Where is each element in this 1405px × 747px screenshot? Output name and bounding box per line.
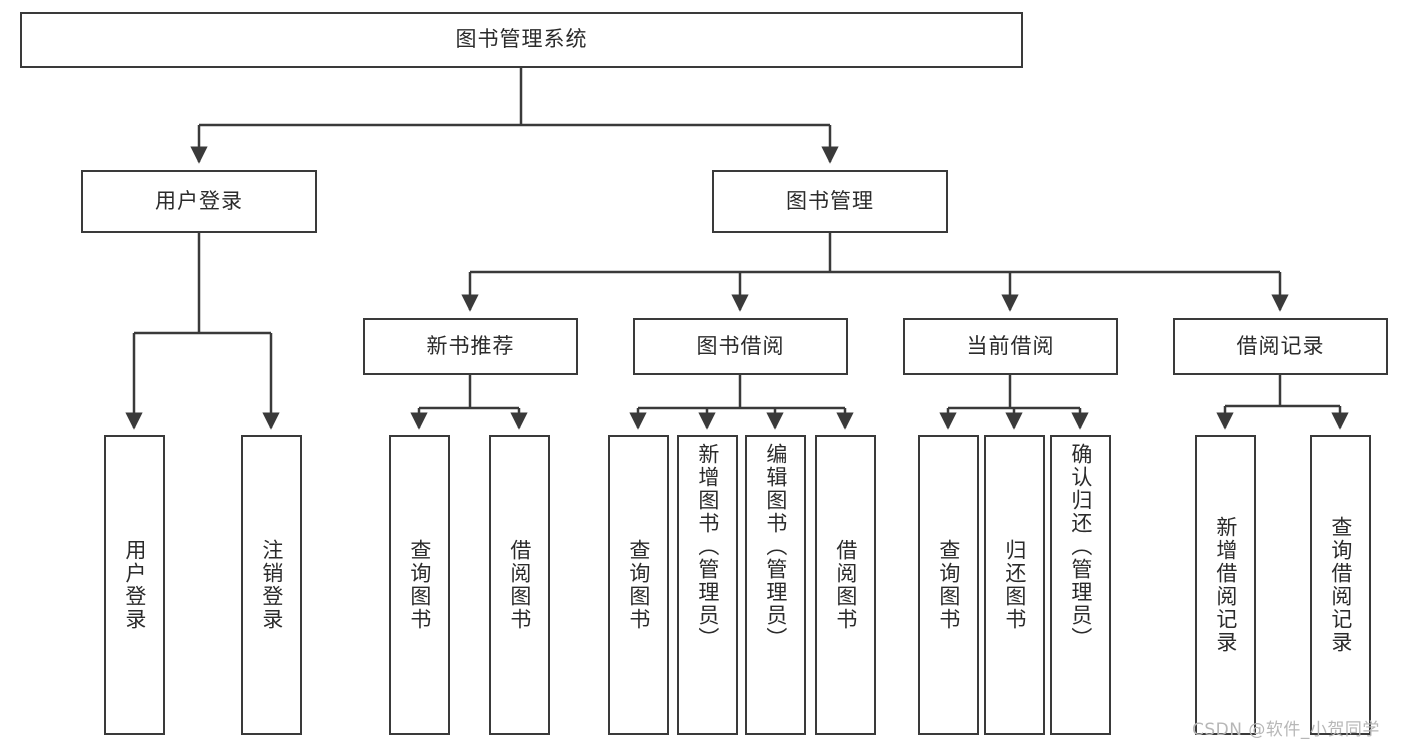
leaf-current-borrow-2-label: 确认归还（管理员） [1068, 443, 1093, 650]
node-user-login[interactable]: 用户登录 [81, 170, 317, 233]
leaf-current-borrow-0[interactable]: 查询图书 [918, 435, 979, 735]
leaf-new-book-1[interactable]: 借阅图书 [489, 435, 550, 735]
node-book-borrow-label: 图书借阅 [696, 333, 785, 358]
leaf-borrow-record-1[interactable]: 查询借阅记录 [1310, 435, 1371, 735]
leaf-current-borrow-1-label: 归还图书 [1002, 539, 1027, 631]
leaf-new-book-0[interactable]: 查询图书 [389, 435, 450, 735]
leaf-current-borrow-2[interactable]: 确认归还（管理员） [1050, 435, 1111, 735]
leaf-current-borrow-0-label: 查询图书 [936, 539, 961, 631]
csdn-watermark: CSDN @软件_小贺同学 [1192, 720, 1380, 740]
node-user-login-label: 用户登录 [155, 188, 243, 213]
leaf-borrow-record-0[interactable]: 新增借阅记录 [1195, 435, 1256, 735]
leaf-borrow-record-0-label: 新增借阅记录 [1213, 516, 1238, 654]
leaf-book-borrow-2-label: 编辑图书（管理员） [763, 443, 788, 650]
leaf-new-book-1-label: 借阅图书 [507, 539, 532, 631]
node-current-borrow[interactable]: 当前借阅 [903, 318, 1118, 375]
node-current-borrow-label: 当前借阅 [966, 333, 1055, 358]
node-borrow-record[interactable]: 借阅记录 [1173, 318, 1388, 375]
node-book-management-label: 图书管理 [786, 188, 874, 213]
leaf-user-login-1[interactable]: 注销登录 [241, 435, 302, 735]
leaf-book-borrow-0-label: 查询图书 [626, 539, 651, 631]
node-new-book-recommend-label: 新书推荐 [426, 333, 515, 358]
node-new-book-recommend[interactable]: 新书推荐 [363, 318, 578, 375]
node-root[interactable]: 图书管理系统 [20, 12, 1023, 68]
leaf-book-borrow-3-label: 借阅图书 [833, 539, 858, 631]
leaf-book-borrow-2[interactable]: 编辑图书（管理员） [745, 435, 806, 735]
leaf-borrow-record-1-label: 查询借阅记录 [1328, 516, 1353, 654]
leaf-user-login-1-label: 注销登录 [259, 539, 284, 631]
leaf-current-borrow-1[interactable]: 归还图书 [984, 435, 1045, 735]
leaf-book-borrow-3[interactable]: 借阅图书 [815, 435, 876, 735]
leaf-new-book-0-label: 查询图书 [407, 539, 432, 631]
leaf-user-login-0-label: 用户登录 [122, 539, 147, 631]
node-book-borrow[interactable]: 图书借阅 [633, 318, 848, 375]
leaf-book-borrow-1[interactable]: 新增图书（管理员） [677, 435, 738, 735]
node-root-label: 图书管理系统 [455, 27, 588, 52]
leaf-book-borrow-1-label: 新增图书（管理员） [695, 443, 720, 650]
leaf-book-borrow-0[interactable]: 查询图书 [608, 435, 669, 735]
leaf-user-login-0[interactable]: 用户登录 [104, 435, 165, 735]
node-borrow-record-label: 借阅记录 [1236, 333, 1325, 358]
node-book-management[interactable]: 图书管理 [712, 170, 948, 233]
